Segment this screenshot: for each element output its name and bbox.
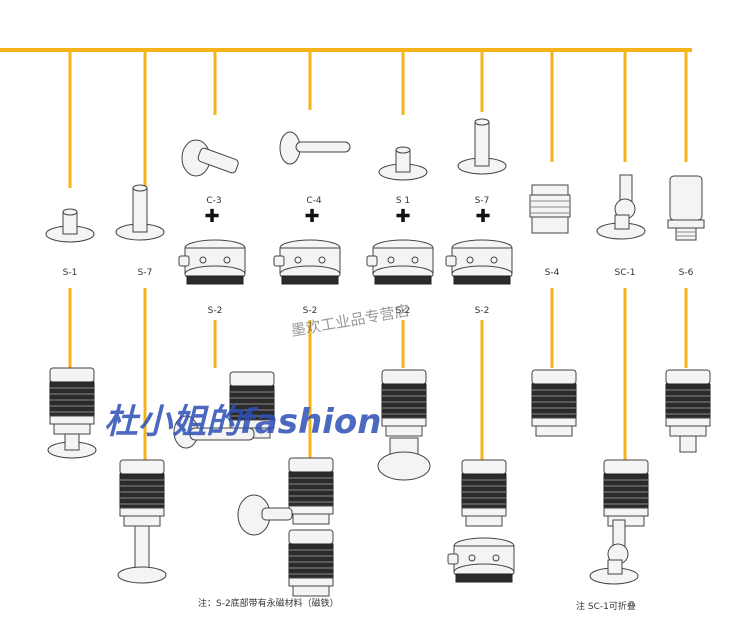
- s2-magbase-part-d: [445, 239, 513, 285]
- label-s4: S-4: [545, 268, 560, 278]
- label-s1: S-1: [63, 268, 78, 278]
- s4-gland-part: [529, 184, 571, 234]
- assembly-lamp-s1: [49, 367, 95, 435]
- s7-flange-part: [115, 184, 165, 241]
- s2-magbase-part-b: [273, 239, 341, 285]
- assembly-lamp-s6: [665, 369, 711, 437]
- label-sc1: SC-1: [615, 268, 636, 278]
- label-c4: C-4: [306, 196, 322, 206]
- s1-flange-part-b: [378, 146, 428, 181]
- s6-thread-part: [667, 175, 705, 241]
- label-s2-b: S-2: [303, 306, 318, 316]
- label-s2-d: S-2: [475, 306, 490, 316]
- c3-bracket-part: [181, 139, 240, 177]
- assembly-lamp-sc1: [603, 459, 649, 527]
- plus-icon: ✚: [475, 206, 490, 227]
- assembly-lamp-c4-top: [288, 457, 334, 525]
- s7-flange-part-b: [457, 118, 507, 175]
- connector-lines: [68, 50, 688, 460]
- assembly-lamp-c4-bottom: [288, 529, 334, 597]
- note-magnetic: 注：S-2底部带有永磁材料（磁铁）: [198, 597, 339, 609]
- s1-flange-part: [45, 208, 95, 243]
- assembly-c3-bracket: [173, 415, 255, 449]
- assembly-lamp-s7-b: [461, 459, 507, 527]
- label-s6: S-6: [679, 268, 694, 278]
- sc1-fold-part: [596, 174, 646, 240]
- assembly-lamp-s1-b: [381, 369, 427, 437]
- assembly-c4-bracket: [237, 494, 293, 536]
- s2-magbase-part-a: [178, 239, 246, 285]
- assembly-lamp-s4: [531, 369, 577, 437]
- assembly-fold-base: [589, 519, 639, 585]
- note-foldable: 注 SC-1可折叠: [576, 600, 636, 612]
- c4-bracket-part: [279, 131, 351, 165]
- assembly-lamp-s7: [119, 459, 165, 527]
- label-c3: C-3: [206, 196, 221, 206]
- plus-icon: ✚: [204, 206, 219, 227]
- label-s1-b: S 1: [396, 196, 410, 206]
- plus-icon: ✚: [395, 206, 410, 227]
- watermark-main: 杜小姐的fashion: [104, 402, 381, 442]
- label-s2-a: S-2: [208, 306, 223, 316]
- s2-magbase-part-c: [366, 239, 434, 285]
- assembly-magbase: [447, 537, 515, 583]
- label-s7: S-7: [138, 268, 153, 278]
- plus-icon: ✚: [304, 206, 319, 227]
- label-s7-b: S-7: [475, 196, 490, 206]
- label-s2-c: S-2: [396, 306, 411, 316]
